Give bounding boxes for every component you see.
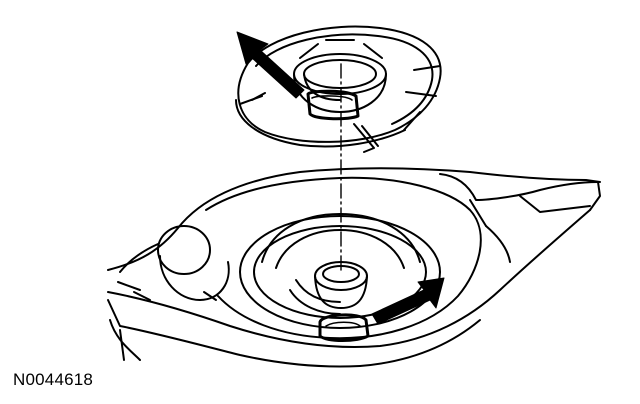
upper-arrow-icon	[236, 31, 305, 99]
lower-control-arm	[107, 167, 601, 368]
lower-arrow-icon	[371, 277, 445, 325]
spring-isolator	[235, 25, 442, 153]
figure-id-label: N0044618	[13, 370, 94, 389]
